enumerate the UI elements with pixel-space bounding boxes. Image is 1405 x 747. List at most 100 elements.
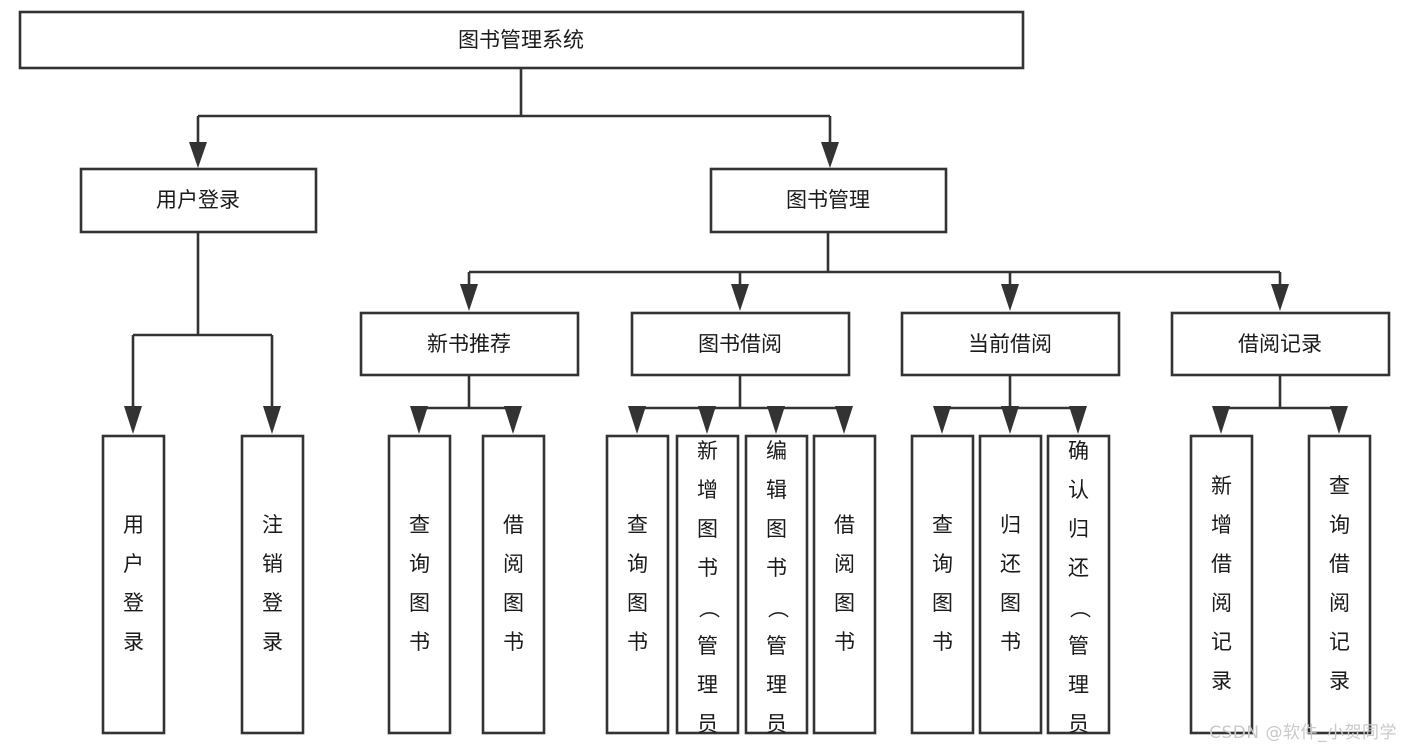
leaf-node-logout-login[interactable] [240, 434, 305, 735]
svg-text:录: 录 [123, 630, 144, 654]
edge-book-manage-to-level3 [460, 232, 1289, 311]
svg-text:借: 借 [503, 513, 524, 537]
leaf-node-borrow-book-2-box [812, 434, 877, 735]
svg-text:查: 查 [409, 513, 430, 537]
svg-text:管: 管 [697, 634, 718, 658]
edge-root-to-level2 [189, 68, 839, 168]
arrow-head-icon [124, 406, 142, 434]
leaf-node-borrow-book-1[interactable] [481, 434, 546, 735]
leaf-node-query-book-2-box [605, 434, 670, 735]
svg-text:书: 书 [627, 630, 648, 654]
svg-text:询: 询 [932, 552, 953, 576]
node-root[interactable]: 图书管理系统 [18, 10, 1025, 70]
svg-text:员: 员 [1068, 712, 1089, 736]
arrow-head-icon [835, 406, 853, 434]
node-current-borrow[interactable]: 当前借阅 [900, 311, 1121, 377]
leaf-node-logout-login-box [240, 434, 305, 735]
leaf-node-return-book[interactable] [978, 434, 1043, 735]
arrow-head-icon [1271, 284, 1289, 311]
node-book-borrow-label: 图书借阅 [698, 332, 782, 356]
svg-text:销: 销 [262, 552, 283, 576]
arrow-head-icon [933, 406, 951, 434]
leaf-label-leaf-user-login: 用户登录 [123, 513, 144, 654]
leaf-node-edit-book[interactable] [744, 434, 809, 735]
svg-text:理: 理 [697, 673, 718, 697]
leaf-node-add-borrow-record[interactable] [1189, 434, 1254, 735]
node-user-login[interactable]: 用户登录 [79, 167, 318, 234]
arrow-head-icon [189, 142, 207, 168]
svg-text:书: 书 [697, 556, 718, 580]
svg-text:录: 录 [1329, 669, 1350, 693]
arrow-head-icon [698, 406, 716, 434]
arrow-head-icon [1069, 406, 1087, 434]
svg-text:理: 理 [766, 673, 787, 697]
svg-text:询: 询 [627, 552, 648, 576]
svg-text:新: 新 [1211, 474, 1232, 498]
svg-text:图: 图 [1000, 591, 1021, 615]
leaf-node-add-book-box [675, 434, 740, 735]
svg-text:图: 图 [627, 591, 648, 615]
node-new-book-recommend-box [359, 311, 580, 377]
svg-text:借: 借 [1329, 552, 1350, 576]
leaf-node-query-borrow-record[interactable] [1307, 434, 1372, 735]
svg-text:书: 书 [503, 630, 524, 654]
svg-text:（: （ [697, 598, 721, 619]
arrow-head-icon [1001, 406, 1019, 434]
edge-user-login-to-leaves [124, 232, 281, 434]
svg-text:图: 图 [409, 591, 430, 615]
svg-text:图: 图 [766, 517, 787, 541]
svg-text:用: 用 [123, 513, 144, 537]
leaf-node-user-login[interactable] [101, 434, 166, 735]
svg-text:查: 查 [627, 513, 648, 537]
svg-text:记: 记 [1329, 630, 1350, 654]
leaf-node-confirm-return[interactable] [1046, 434, 1111, 735]
arrow-head-icon [504, 406, 522, 434]
leaf-node-query-book-3[interactable] [910, 434, 975, 735]
svg-text:增: 增 [1211, 513, 1232, 537]
svg-text:查: 查 [1329, 474, 1350, 498]
svg-text:注: 注 [262, 513, 283, 537]
arrow-head-icon [263, 406, 281, 434]
leaf-node-query-book-1-box [387, 434, 452, 735]
svg-text:阅: 阅 [1329, 591, 1350, 615]
svg-text:登: 登 [262, 591, 283, 615]
svg-text:认: 认 [1068, 478, 1089, 502]
arrow-head-icon [1212, 406, 1230, 434]
svg-text:还: 还 [1000, 552, 1021, 576]
arrow-head-icon [767, 406, 785, 434]
svg-text:管: 管 [1068, 634, 1089, 658]
node-book-borrow[interactable]: 图书借阅 [630, 311, 851, 377]
node-user-login-label: 用户登录 [156, 188, 240, 212]
node-new-book-recommend[interactable]: 新书推荐 [359, 311, 580, 377]
svg-text:借: 借 [1211, 552, 1232, 576]
svg-text:书: 书 [1000, 630, 1021, 654]
leaf-node-query-book-1[interactable] [387, 434, 452, 735]
leaf-node-query-borrow-record-box [1307, 434, 1372, 735]
svg-text:编: 编 [766, 439, 787, 463]
node-borrow-record[interactable]: 借阅记录 [1170, 311, 1391, 377]
node-root-label: 图书管理系统 [458, 28, 584, 52]
edge-borrow-record-to-leaves [1212, 375, 1348, 434]
leaf-node-add-book[interactable] [675, 434, 740, 735]
svg-text:确: 确 [1068, 439, 1089, 463]
arrow-head-icon [731, 284, 749, 311]
svg-text:记: 记 [1211, 630, 1232, 654]
node-current-borrow-label: 当前借阅 [968, 332, 1052, 356]
leaf-node-user-login-box [101, 434, 166, 735]
svg-text:借: 借 [834, 513, 855, 537]
svg-text:图: 图 [932, 591, 953, 615]
svg-text:辑: 辑 [766, 478, 787, 502]
svg-text:理: 理 [1068, 673, 1089, 697]
leaf-node-query-book-2[interactable] [605, 434, 670, 735]
node-book-manage[interactable]: 图书管理 [709, 167, 948, 234]
svg-text:员: 员 [697, 712, 718, 736]
svg-text:图: 图 [503, 591, 524, 615]
leaf-node-borrow-book-2[interactable] [812, 434, 877, 735]
svg-text:书: 书 [766, 556, 787, 580]
